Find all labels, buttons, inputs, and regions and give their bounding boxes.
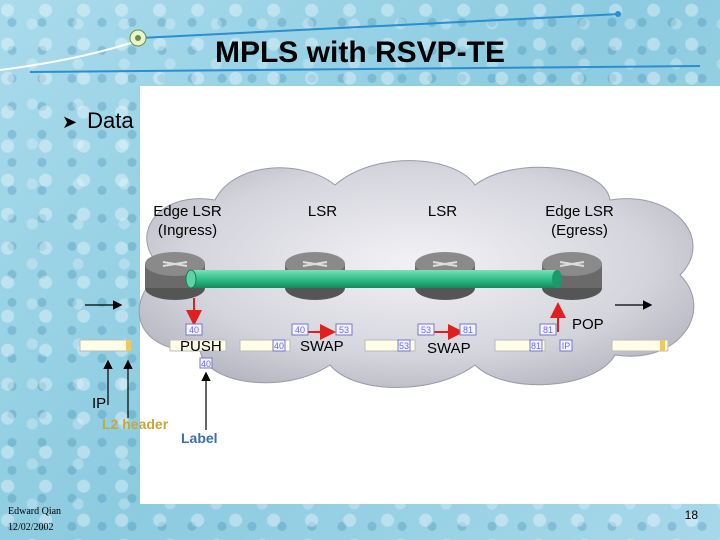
op-swap-2: SWAP xyxy=(427,340,471,357)
legend-l2-header: L2 header xyxy=(102,416,169,432)
node-label-lsr2-line1: LSR xyxy=(427,203,458,220)
page-number: 18 xyxy=(684,508,698,522)
node-label-egress: Edge LSR (Egress) xyxy=(522,202,637,240)
push-label-value: 40 xyxy=(188,325,199,335)
op-swap-1: SWAP xyxy=(300,338,344,355)
header-decoration xyxy=(0,11,701,73)
lsp-tunnel xyxy=(185,269,562,289)
legend-ip: IP xyxy=(92,395,107,412)
pop-ip-label: IP xyxy=(561,341,571,351)
node-label-lsr1-line1: LSR xyxy=(307,203,338,220)
node-label-ingress-line1: Edge LSR xyxy=(153,203,222,220)
op-push: PUSH xyxy=(180,338,222,355)
swap2-out-label: 81 xyxy=(462,325,473,335)
pop-packet-label: 81 xyxy=(530,341,541,351)
swap1-in-label: 40 xyxy=(294,325,305,335)
node-label-egress-line2: (Egress) xyxy=(551,222,608,239)
footer-date: 12/02/2002 xyxy=(8,522,54,533)
op-pop: POP xyxy=(572,316,604,333)
node-label-lsr1: LSR xyxy=(285,202,360,221)
node-label-egress-line1: Edge LSR xyxy=(545,203,614,220)
legend-label: Label xyxy=(181,430,218,446)
node-label-ingress-line2: (Ingress) xyxy=(157,222,218,239)
swap1-out-label: 53 xyxy=(338,325,349,335)
push-packet-label: 40 xyxy=(200,359,211,369)
bullet-arrow-icon: ➤ xyxy=(62,112,78,132)
footer-author: Edward Qian xyxy=(8,506,62,517)
swap2-in-label: 53 xyxy=(420,325,431,335)
slide-title: MPLS with RSVP-TE xyxy=(214,36,505,69)
swap1-packet-label: 40 xyxy=(273,341,284,351)
node-label-ingress: Edge LSR (Ingress) xyxy=(130,202,245,240)
swap2-packet-label: 53 xyxy=(398,341,409,351)
node-label-lsr2: LSR xyxy=(405,202,480,221)
pop-in-label: 81 xyxy=(542,325,553,335)
